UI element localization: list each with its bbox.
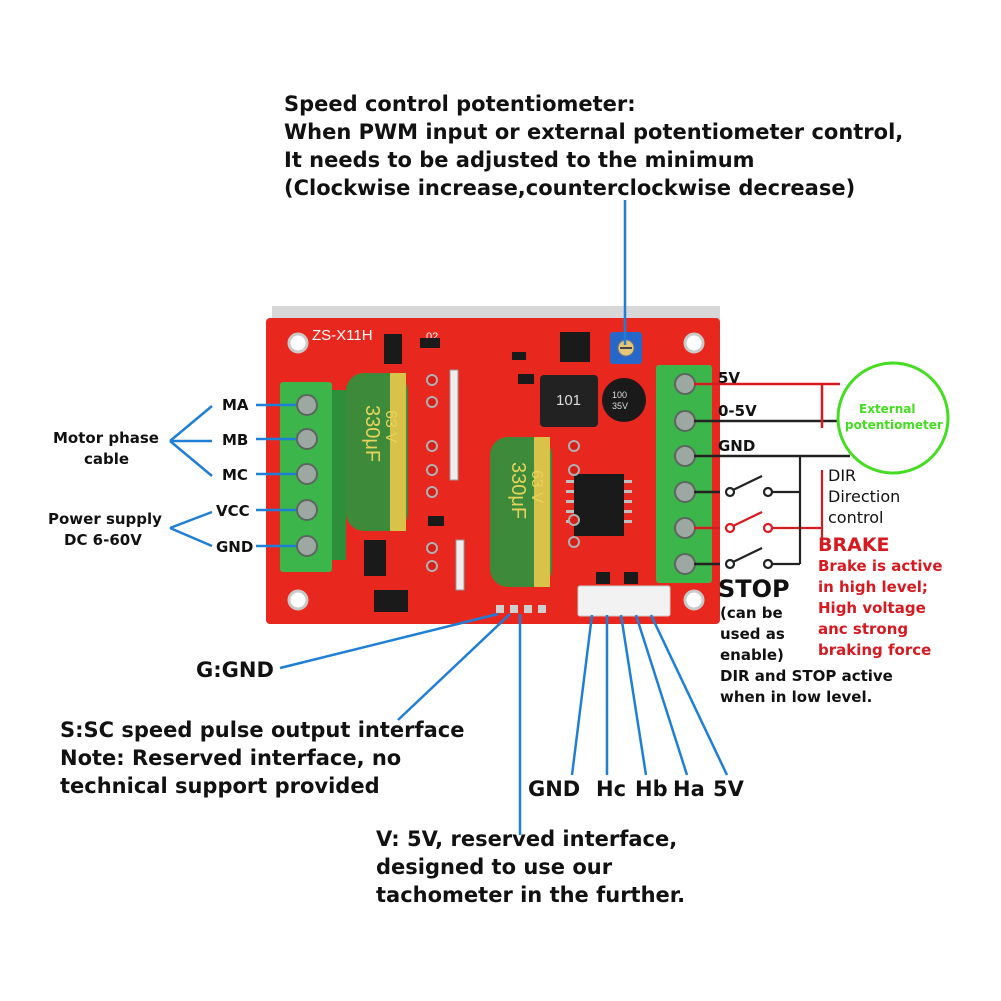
hall-gnd-label: GND (528, 777, 581, 801)
top-note-line1: Speed control potentiometer: (284, 92, 636, 116)
hall-connector (577, 585, 671, 617)
cap2-voltage: 63 V (528, 470, 545, 503)
right-terminal-block (656, 365, 712, 583)
dir-label: DIR (828, 466, 857, 485)
cap1-voltage: 63 V (382, 410, 399, 443)
ext-pot-label-2: potentiometer (845, 418, 943, 432)
stop-note-2: used as (720, 625, 785, 643)
svg-text:35V: 35V (612, 401, 628, 411)
dir-label-3: control (828, 508, 884, 527)
cap2-value: 330μF (507, 462, 529, 519)
brake-note-4: anc strong (818, 620, 909, 638)
s-label-1: S:SC speed pulse output interface (60, 718, 465, 742)
brake-note-3: High voltage (818, 599, 926, 617)
brake-note-5: braking force (818, 641, 932, 659)
stop-note-4: DIR and STOP active (720, 667, 893, 685)
model-silkscreen: ZS-X11H (312, 327, 373, 344)
gnd-label: GND (216, 538, 254, 556)
brake-note-1: Brake is active (818, 557, 943, 575)
hall-hc-label: Hc (596, 777, 627, 801)
stop-note-3: enable) (720, 646, 784, 664)
ic-main (574, 474, 624, 536)
small-capacitor (602, 378, 646, 422)
top-note-line4: (Clockwise increase,counterclockwise dec… (284, 176, 856, 200)
vcc-label: VCC (216, 502, 250, 520)
terminal-5v-label: 5V (718, 369, 741, 387)
svg-text:100: 100 (612, 390, 627, 400)
terminal-gnd-label: GND (718, 437, 756, 455)
ext-pot-label-1: External (859, 402, 916, 416)
v-label-1: V: 5V, reserved interface, (376, 827, 678, 851)
mb-label: MB (222, 431, 249, 449)
mc-label: MC (222, 466, 248, 484)
power-supply-label-2: DC 6-60V (64, 531, 142, 549)
dir-label-2: Direction (828, 487, 901, 506)
v-label-2: designed to use our (376, 855, 613, 879)
top-note-line3: It needs to be adjusted to the minimum (284, 148, 755, 172)
mount-hole-icon (287, 332, 309, 354)
hall-5v-label: 5V (713, 777, 744, 801)
ic-top (560, 332, 590, 362)
mount-hole-icon (287, 589, 309, 611)
stop-title: STOP (718, 575, 790, 603)
brake-title: BRAKE (818, 534, 890, 556)
svg-text:101: 101 (556, 392, 581, 409)
cap1-value: 330μF (361, 405, 383, 462)
hall-hb-label: Hb (635, 777, 668, 801)
brake-note-2: in high level; (818, 578, 928, 596)
hall-ha-label: Ha (673, 777, 705, 801)
v-label-3: tachometer in the further. (376, 883, 686, 907)
inductor (540, 375, 598, 427)
stop-note-1: (can be (720, 604, 783, 622)
motor-phase-label-2: cable (84, 450, 130, 468)
power-supply-label: Power supply (48, 510, 162, 528)
terminal-0-5v-label: 0-5V (718, 402, 757, 420)
mount-hole-icon (683, 332, 705, 354)
s-label-2: Note: Reserved interface, no (60, 746, 402, 770)
top-note-line2: When PWM input or external potentiometer… (284, 120, 904, 144)
stop-note-5: when in low level. (720, 688, 873, 706)
motor-phase-label: Motor phase (53, 429, 159, 447)
g-gnd-label: G:GND (196, 658, 274, 682)
ma-label: MA (222, 396, 249, 414)
mount-hole-icon (683, 589, 705, 611)
s-label-3: technical support provided (60, 774, 380, 798)
